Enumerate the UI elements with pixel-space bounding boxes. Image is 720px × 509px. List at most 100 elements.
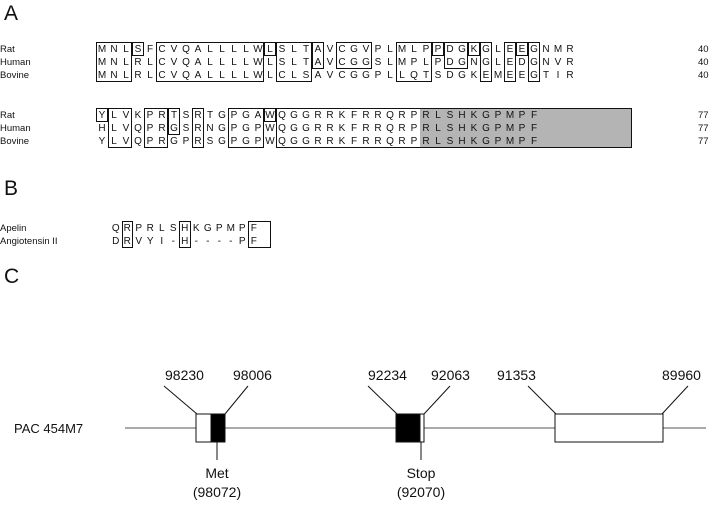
residue: P (215, 223, 223, 234)
residue: S (446, 110, 454, 121)
residue: - (171, 236, 175, 247)
residue: Y (146, 236, 154, 247)
residue: K (338, 110, 346, 121)
residue: G (350, 57, 358, 68)
residue: M (505, 123, 515, 134)
residue: P (494, 123, 502, 134)
residue: G (350, 70, 358, 81)
residue: L (435, 136, 441, 147)
residue: L (291, 44, 297, 55)
peptide-label-apelin: Apelin (0, 223, 27, 234)
residue: K (470, 70, 478, 81)
residue: L (399, 70, 405, 81)
residue: A (314, 44, 322, 55)
residue: T (170, 110, 178, 121)
residue: P (518, 136, 526, 147)
met-label: Met (205, 465, 228, 481)
residue: L (291, 57, 297, 68)
residue: P (410, 57, 418, 68)
residue: L (207, 44, 213, 55)
residue: W (253, 70, 263, 81)
residue: P (238, 236, 246, 247)
residue-count: 77 (698, 136, 709, 147)
residue-count: 77 (698, 123, 709, 134)
residue: A (254, 110, 262, 121)
residue: V (122, 136, 130, 147)
residue: H (458, 136, 466, 147)
residue: K (338, 123, 346, 134)
residue: L (207, 57, 213, 68)
residue: R (314, 136, 322, 147)
residue: N (542, 44, 550, 55)
residue: V (122, 110, 130, 121)
residue: L (231, 70, 237, 81)
residue: W (253, 44, 263, 55)
residue: R (362, 136, 370, 147)
residue: M (397, 44, 407, 55)
residue: H (458, 123, 466, 134)
exon2-untranslated (419, 413, 425, 443)
residue: L (387, 44, 393, 55)
residue: E (506, 57, 514, 68)
residue: I (160, 236, 164, 247)
met-coord: (98072) (193, 484, 241, 500)
residue: L (495, 57, 501, 68)
residue: R (326, 123, 334, 134)
residue: R (422, 110, 430, 121)
residue: L (423, 57, 429, 68)
residue: W (253, 57, 263, 68)
residue: T (422, 70, 430, 81)
residue: H (181, 223, 189, 234)
residue: M (97, 70, 107, 81)
residue: Y (98, 110, 106, 121)
residue: K (470, 136, 478, 147)
residue: T (302, 44, 310, 55)
residue: G (530, 57, 538, 68)
species-label-human: Human (0, 57, 31, 68)
residue: N (206, 123, 214, 134)
exon3-untranslated (554, 413, 664, 443)
residue: G (458, 57, 466, 68)
construct-label: PAC 454M7 (14, 421, 83, 436)
residue: C (158, 44, 166, 55)
residue: L (267, 57, 273, 68)
residue: Q (134, 123, 142, 134)
residue: G (458, 70, 466, 81)
residue: A (314, 57, 322, 68)
residue: Q (278, 123, 286, 134)
residue: S (278, 57, 286, 68)
residue: S (169, 223, 177, 234)
residue: E (506, 44, 514, 55)
residue: A (194, 44, 202, 55)
residue: Q (386, 136, 394, 147)
residue: V (135, 236, 143, 247)
residue: S (302, 70, 310, 81)
residue: R (362, 123, 370, 134)
residue: Q (111, 223, 120, 234)
residue: F (530, 136, 538, 147)
residue: G (530, 70, 538, 81)
residue-count: 40 (698, 44, 709, 55)
residue: M (226, 223, 235, 234)
residue: F (250, 223, 257, 234)
species-label-rat: Rat (0, 110, 15, 121)
residue: Y (98, 136, 106, 147)
residue: L (495, 44, 501, 55)
species-label-bovine: Bovine (0, 136, 30, 147)
residue: G (242, 123, 250, 134)
residue: F (250, 236, 257, 247)
residue: Q (410, 70, 418, 81)
residue: G (302, 110, 310, 121)
residue: G (482, 110, 490, 121)
residue: K (470, 123, 478, 134)
residue: R (326, 110, 334, 121)
residue: M (493, 70, 503, 81)
residue: R (158, 123, 166, 134)
residue: R (398, 136, 406, 147)
exon1-coding (210, 413, 226, 443)
